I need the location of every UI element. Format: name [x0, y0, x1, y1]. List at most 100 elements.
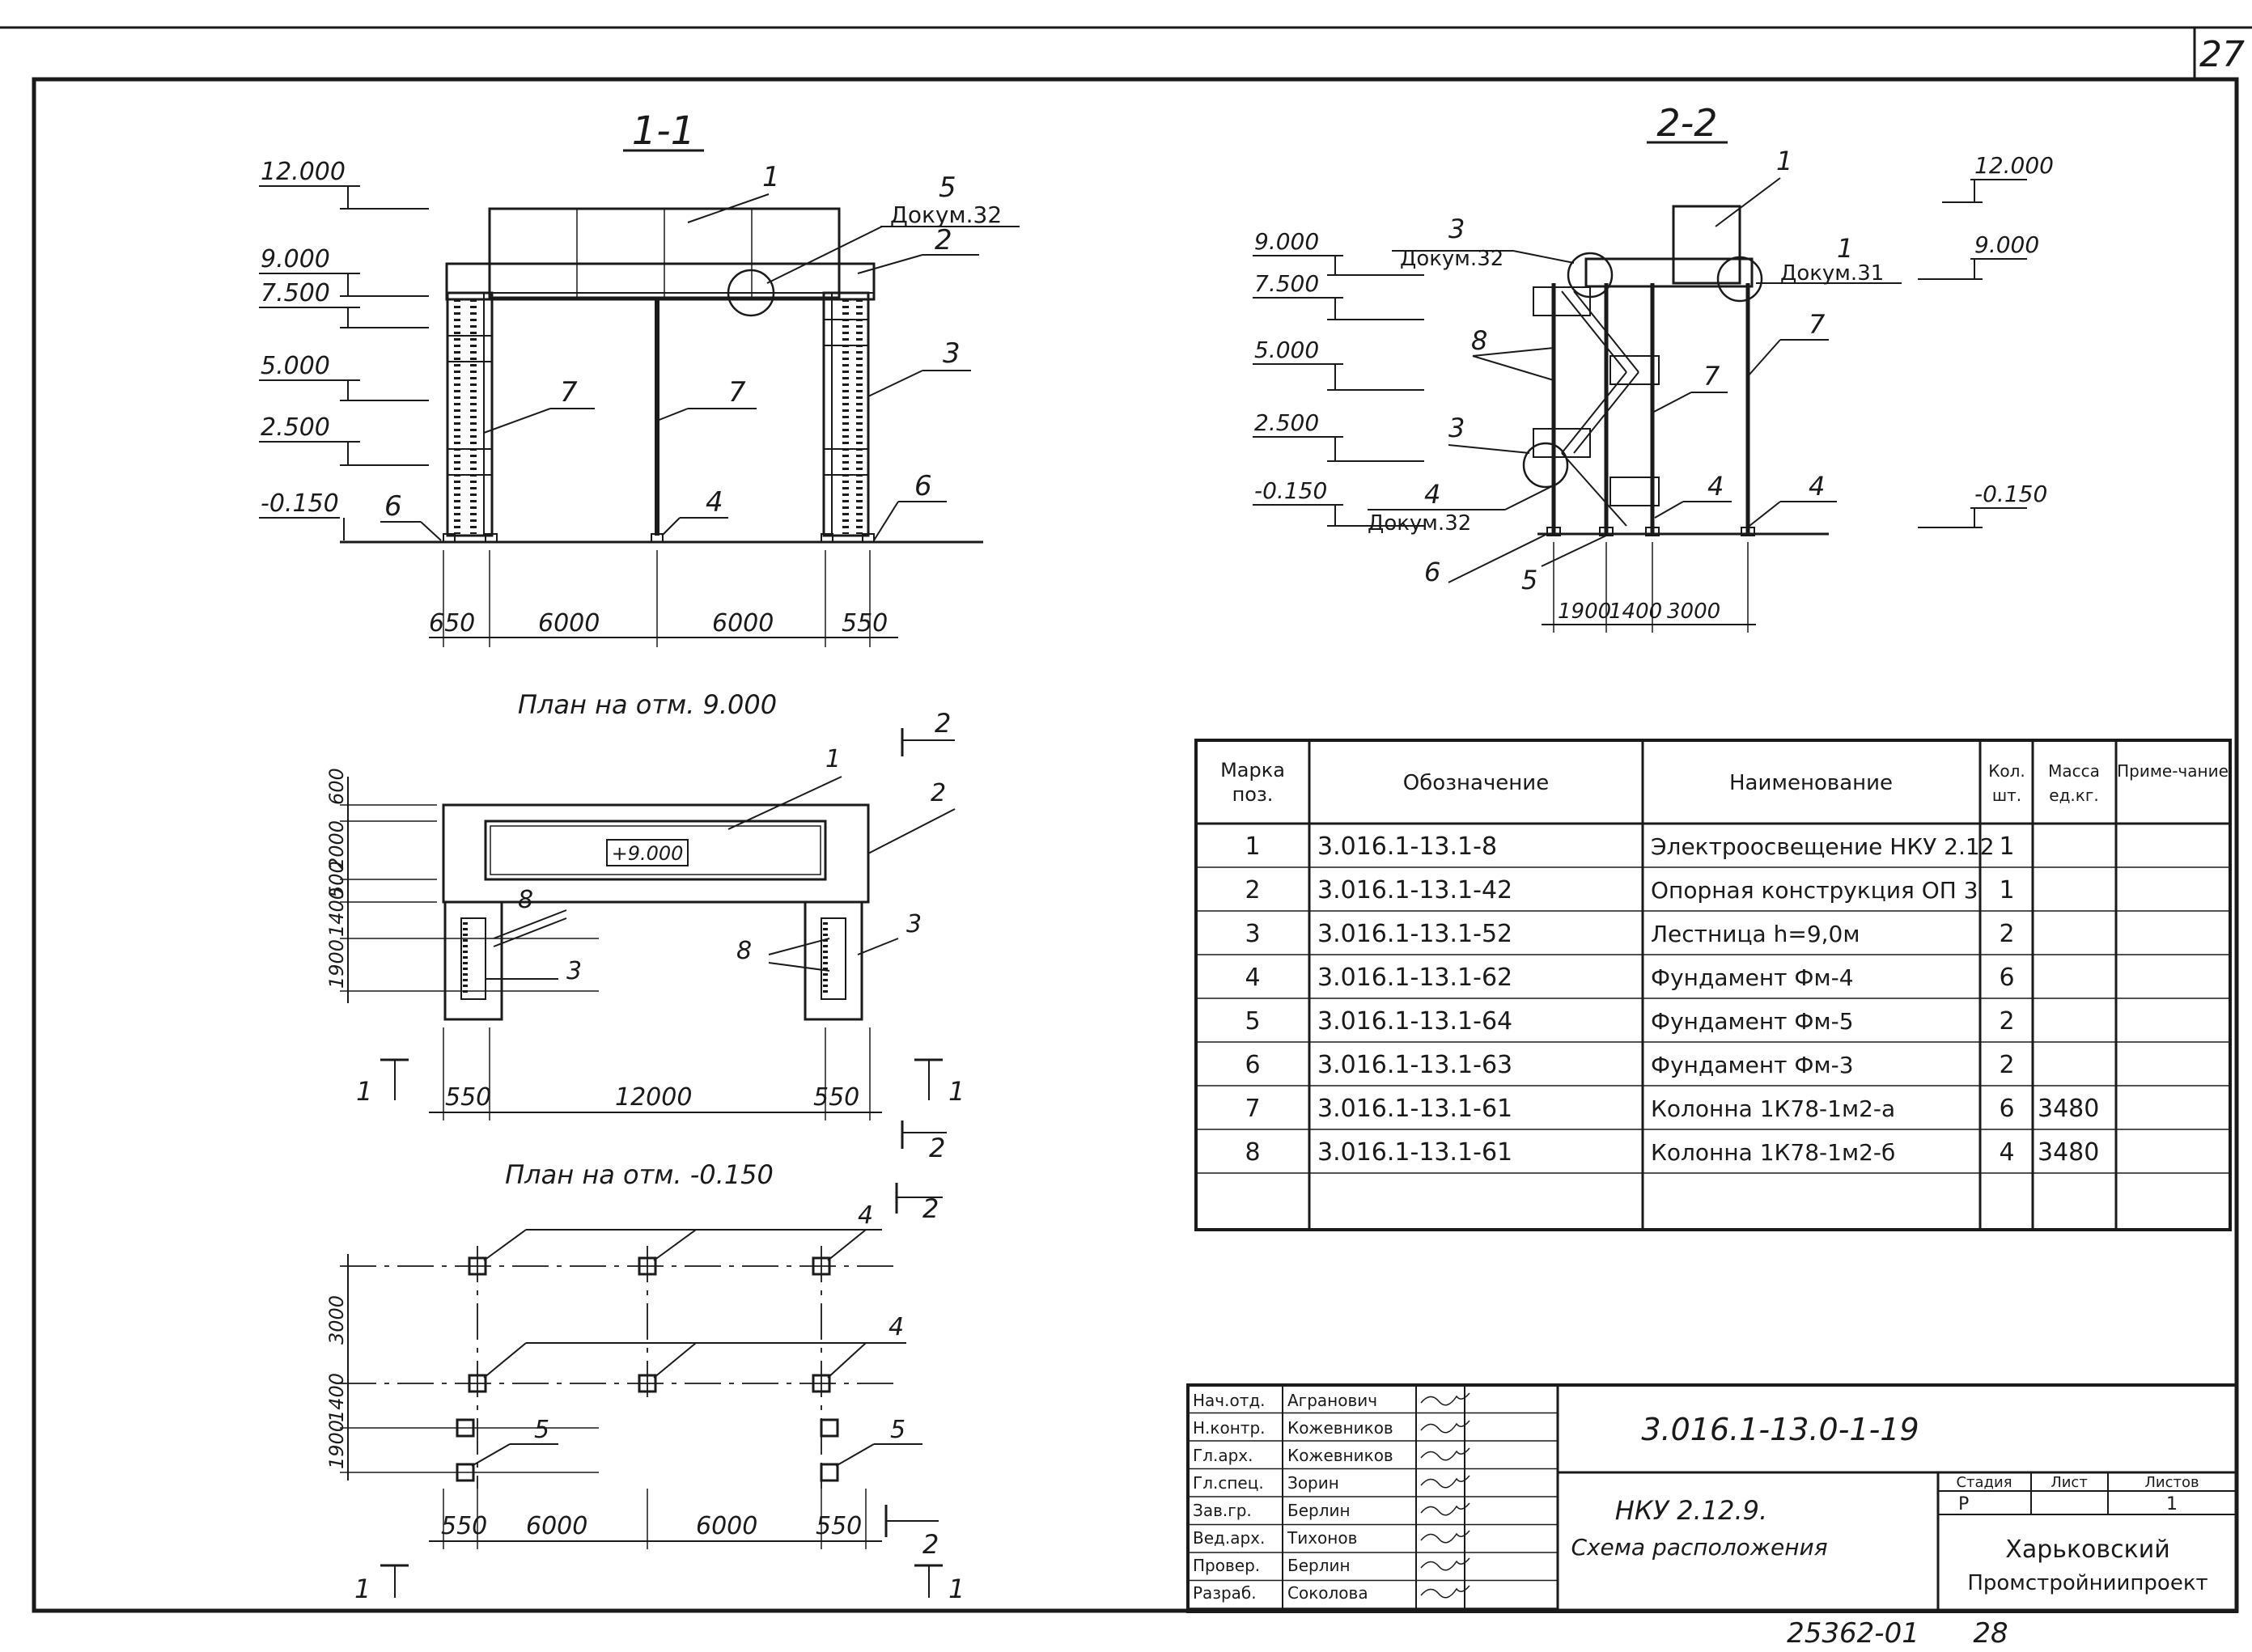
leader-label: 1 [1776, 146, 1792, 176]
leader-label: 4 [1707, 471, 1724, 502]
dim-label: 12000 [615, 1083, 692, 1112]
leader-ref: Докум.32 [1400, 247, 1503, 271]
foundation-fm5 [820, 1463, 839, 1482]
ladder-plan-left [443, 900, 503, 1021]
leader-label: 3 [1448, 214, 1465, 244]
footer-page: 28 [1973, 1617, 2008, 1650]
level-mark: 12.000 [261, 158, 346, 186]
section-1-1: 1-1 12.000 9.000 7.500 5.000 2.500 -0.15… [259, 108, 1020, 647]
foundation [651, 533, 664, 543]
foundations-plan [456, 1256, 839, 1482]
plan-m0150-cut-marks: 2 2 1 1 [354, 1183, 965, 1604]
sheets-value: 1 [2166, 1494, 2178, 1514]
dim-label: 6000 [538, 609, 600, 638]
spec-cell: Фундамент Фм-4 [1651, 964, 1854, 991]
leader-label: 3 [943, 337, 961, 370]
level-mark: 7.500 [261, 279, 330, 307]
staff-role: Н.контр. [1193, 1418, 1266, 1438]
leader-label: 8 [1471, 325, 1487, 356]
staff-name: Агранович [1287, 1391, 1377, 1410]
leader-label: 3 [566, 957, 582, 985]
cut-mark-label: 1 [948, 1574, 965, 1604]
lighting-panel [1672, 205, 1741, 285]
staff-role: Гл.спец. [1193, 1473, 1264, 1493]
foundation-fm3 [456, 1418, 475, 1438]
section-2-2: 2-2 9.000 7.500 5.000 2.500 -0.150 12.00… [1253, 101, 2054, 633]
staff-name: Кожевников [1287, 1418, 1393, 1438]
level-mark: -0.150 [1974, 481, 2047, 507]
leader-label: 6 [1424, 557, 1440, 587]
cut-mark-label: 2 [929, 1133, 945, 1163]
leader-label: 1 [762, 161, 780, 193]
panel-plan [484, 820, 827, 881]
stage-value: Р [1958, 1494, 1969, 1514]
level-mark: 9.000 [1974, 231, 2039, 258]
plan-9000: План на отм. 9.000 +9.000 1 2 8 3 8 3 [325, 689, 965, 1163]
vdim-label: 3000 [325, 1295, 348, 1345]
staff-role: Гл.арх. [1193, 1446, 1253, 1465]
leader-label: 2 [935, 224, 952, 256]
spec-cell: Электроосвещение НКУ 2.12 [1651, 833, 1995, 860]
foundation-fm3 [820, 1418, 839, 1438]
staff-name: Тихонов [1287, 1528, 1357, 1548]
leader-label: 1 [1837, 233, 1853, 264]
spec-header: Обозначение [1403, 771, 1549, 795]
spec-cell: Колонна 1К78-1м2-а [1651, 1095, 1895, 1122]
spec-cell: 3.016.1-13.1-52 [1317, 920, 1512, 948]
plan-m0150: План на отм. -0.150 4 4 [325, 1159, 965, 1604]
plan-m0150-vdims: 3000 1400 1900 [325, 1254, 349, 1480]
plan-9000-dims: 550 12000 550 [429, 1027, 882, 1120]
foundation-fm4 [638, 1256, 657, 1276]
dim-label: 6000 [712, 609, 774, 638]
section-2-2-dimensions: 1900 1400 3000 [1542, 542, 1756, 633]
staff-role: Вед.арх. [1193, 1528, 1265, 1548]
spec-cell: Фундамент Фм-5 [1651, 1008, 1854, 1035]
spec-cell: 2 [1999, 920, 2014, 948]
signature [1420, 1557, 1470, 1571]
spec-cell: 8 [1245, 1138, 1260, 1167]
section-1-1-leaders: 1 5 Докум.32 2 3 7 7 6 4 6 [380, 161, 1020, 541]
spec-cell: 2 [1999, 1007, 2014, 1036]
stage-header: Стадия [1956, 1474, 2012, 1491]
leader-label: 8 [736, 937, 752, 965]
spec-cell: 6 [1245, 1051, 1260, 1079]
staff-rows: Нач.отд.АграновичН.контр.КожевниковГл.ар… [1188, 1391, 1558, 1609]
spec-cell: 6 [1999, 964, 2014, 992]
doc-code: 3.016.1-13.0-1-19 [1641, 1412, 1919, 1447]
staff-name: Соколова [1287, 1583, 1368, 1603]
spec-header: Кол.шт. [1988, 761, 2025, 805]
spec-cell: 4 [1999, 1138, 2014, 1167]
level-mark: 9.000 [1254, 228, 1319, 255]
spec-cell: 3.016.1-13.1-42 [1317, 876, 1512, 904]
support-structure [445, 262, 876, 301]
dim-label: 6000 [526, 1512, 587, 1540]
spec-cell: 4 [1245, 964, 1260, 992]
foundation [821, 533, 833, 543]
dim-label: 550 [842, 609, 888, 638]
spec-cell: 3.016.1-13.1-64 [1317, 1007, 1512, 1036]
spec-cell: 3480 [2038, 1095, 2099, 1123]
leader-label: 3 [906, 910, 922, 938]
org-name-1: Харьковский [2005, 1536, 2169, 1564]
leader-label: 5 [1521, 565, 1537, 595]
ladder-plan-right [804, 900, 863, 1021]
sheet-name: Схема расположения [1571, 1534, 1827, 1561]
dim-label: 550 [445, 1083, 491, 1112]
staff-name: Берлин [1287, 1501, 1351, 1520]
title-block: Нач.отд.АграновичН.контр.КожевниковГл.ар… [1186, 1383, 2238, 1613]
leader-label: 3 [1448, 413, 1465, 443]
cut-mark-label: 2 [935, 708, 951, 739]
leader-ref: Докум.32 [1368, 511, 1471, 536]
elevation-box [606, 839, 689, 866]
leader-label: 5 [534, 1416, 549, 1444]
foundation-fm4 [468, 1256, 487, 1276]
spec-header: Приме-чание [2117, 761, 2229, 781]
signature [1420, 1447, 1470, 1461]
spec-cell: 3 [1245, 920, 1260, 948]
drawing-frame [32, 77, 2239, 1613]
cut-mark-label: 1 [356, 1076, 372, 1107]
object-name: НКУ 2.12.9. [1615, 1495, 1767, 1526]
